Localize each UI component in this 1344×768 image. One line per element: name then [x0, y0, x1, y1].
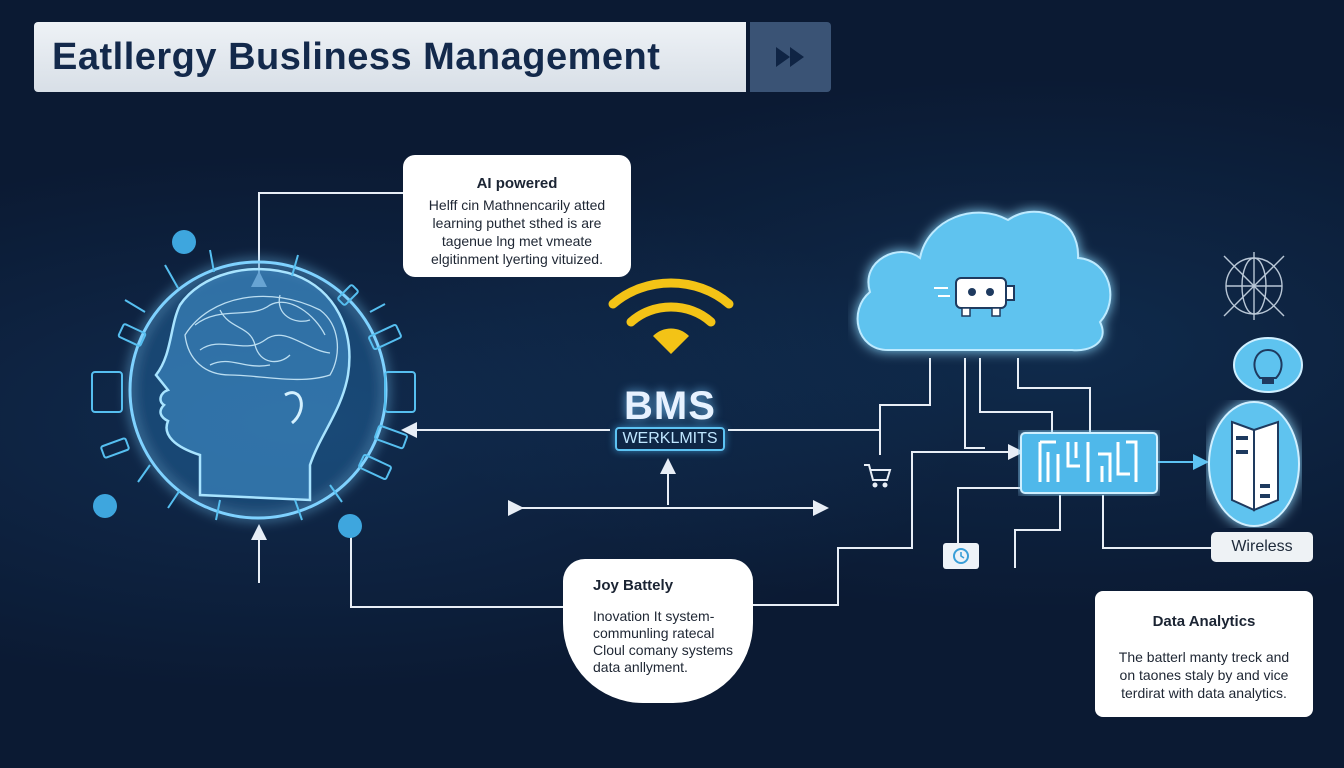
ai-powered-card: AI powered Helff cin Mathnencarily atted…	[403, 155, 631, 277]
cloud-robot-icon	[856, 210, 1112, 352]
ai-card-heading: AI powered	[476, 175, 558, 192]
tool-icons-ring	[91, 230, 416, 538]
title-bar: Eatllergy Busliness Management	[34, 22, 746, 92]
forward-button[interactable]	[750, 22, 831, 92]
ai-card-line: tagenue lng met vmeate	[441, 233, 593, 249]
data-analytics-card: Data Analytics The batterl manty treck a…	[1095, 591, 1313, 717]
data-card-heading: Data Analytics	[1152, 613, 1256, 630]
data-card-line: on taones staly by and vice	[1119, 667, 1289, 683]
joy-card-line: Inovation It system-	[593, 608, 715, 624]
ai-card-line: elgitinment lyerting vituized.	[431, 251, 603, 267]
joy-card-line: Cloul comany systems	[593, 642, 734, 658]
network-globe-icon	[1223, 252, 1285, 320]
shopping-cart-icon	[864, 464, 892, 488]
circuit-chip-icon	[1020, 432, 1158, 494]
clock-icon	[943, 543, 979, 569]
joy-card-heading: Joy Battely	[593, 577, 674, 594]
bms-title: BMS	[624, 384, 716, 428]
ai-card-line: Helff cin Mathnencarily atted	[428, 197, 606, 213]
wifi-icon	[608, 278, 734, 354]
fast-forward-icon	[775, 47, 804, 67]
data-card-line: terdirat with data analytics.	[1121, 685, 1287, 701]
bms-subtitle: WERKLMITS	[615, 427, 725, 451]
page-title: Eatllergy Busliness Management	[52, 35, 661, 78]
data-card-line: The batterl manty treck and	[1118, 649, 1290, 665]
ai-card-line: learning puthet sthed is are	[432, 215, 602, 231]
joy-card-line: communling ratecal	[593, 625, 715, 641]
joy-card-line: data anllyment.	[593, 659, 688, 675]
ai-head-icon	[128, 260, 388, 520]
wireless-label: Wireless	[1211, 532, 1313, 562]
lightbulb-icon	[1233, 337, 1303, 393]
joy-battely-card: Joy Battely Inovation It system- communl…	[563, 559, 753, 703]
server-icon	[1208, 401, 1300, 527]
